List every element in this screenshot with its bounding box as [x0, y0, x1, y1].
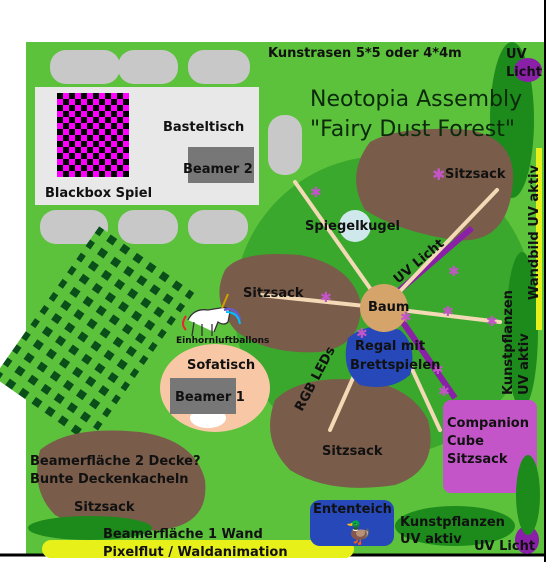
companion-label: Companion — [447, 416, 529, 431]
kunstpflanzen-bottom-label: Kunstpflanzen — [400, 515, 505, 530]
svg-text:✱: ✱ — [320, 290, 332, 306]
beamerflaeche2-label-2: Bunte Deckenkacheln — [30, 472, 189, 487]
beamer1-label: Beamer 1 — [175, 390, 245, 405]
baum-label: Baum — [368, 300, 409, 315]
chair — [188, 50, 250, 84]
kunstpflanzen-right-label-2: UV aktiv — [517, 333, 532, 395]
sitzsack-left — [219, 254, 361, 353]
beamerflaeche1-strip — [42, 540, 354, 558]
regal-shelf — [345, 326, 413, 388]
svg-text:✱: ✱ — [432, 362, 444, 378]
svg-text:✱: ✱ — [486, 314, 498, 330]
chair — [118, 210, 178, 244]
ententeich-pond — [310, 500, 394, 546]
uv-plant-right — [506, 252, 538, 408]
duck-icon: 🦆 — [345, 520, 372, 546]
title-line-2: "Fairy Dust Forest" — [310, 117, 515, 142]
blackbox-label: Blackbox Spiel — [45, 186, 152, 201]
svg-text:✱: ✱ — [400, 310, 412, 326]
kunstrasen-label: Kunstrasen 5*5 oder 4*4m — [268, 46, 462, 61]
kunstpflanzen-right-label: Kunstpflanzen — [501, 290, 516, 395]
svg-text:✱: ✱ — [438, 384, 450, 400]
beamer2-label: Beamer 2 — [183, 162, 253, 177]
beamerflaeche1-label-2: Pixelflut / Waldanimation — [103, 545, 288, 560]
beamerflaeche2-label: Beamerfläche 2 Decke? — [30, 454, 201, 469]
diamond-net — [0, 226, 195, 444]
einhorn-label: Einhornluftballons — [176, 336, 269, 346]
svg-text:✱: ✱ — [310, 185, 322, 201]
uv-plant-bottom-right-edge — [516, 455, 540, 535]
basteltisch-label: Basteltisch — [163, 120, 244, 135]
companion-label-3: Sitzsack — [447, 452, 508, 467]
svg-text:✱: ✱ — [448, 264, 460, 280]
sparkles: ✱ ✱ ✱ ✱ ✱ ✱ ✱ ✱ ✱ ✱ — [310, 165, 498, 400]
wandbild-label: Wandbild UV aktiv — [527, 165, 542, 300]
svg-text:✱: ✱ — [442, 304, 454, 320]
spiegelkugel — [339, 210, 371, 242]
uv-light-beam-lower — [397, 316, 458, 400]
chair — [40, 210, 108, 244]
chair — [118, 50, 178, 84]
svg-text:✱: ✱ — [356, 326, 368, 342]
sitzsack-bottom-center-label: Sitzsack — [322, 444, 383, 459]
title-line-1: Neotopia Assembly — [310, 87, 522, 112]
sofatisch-label: Sofatisch — [187, 358, 255, 373]
svg-text:✱: ✱ — [432, 165, 445, 184]
uv-lamp-top — [514, 58, 542, 82]
beamer2-box — [188, 147, 254, 183]
companion-label-2: Cube — [447, 434, 484, 449]
unicorn-icon — [182, 293, 242, 337]
chair — [268, 115, 302, 175]
sitzsack-top-right-label: Sitzsack — [445, 167, 506, 182]
blackbox-checkerboard — [57, 93, 129, 177]
kunstpflanzen-bottom-label-2: UV aktiv — [400, 532, 462, 547]
companion-cube — [443, 400, 537, 493]
chair — [188, 210, 248, 244]
regal-label-2: Brettspielen — [350, 358, 440, 373]
baum-trunk — [360, 284, 408, 332]
uv-licht-top-label: UV — [506, 47, 527, 62]
wandbild-strip — [536, 148, 542, 330]
uv-licht-bottom-label: UV Licht — [474, 539, 535, 554]
uv-licht-top-label-2: Licht — [506, 65, 542, 80]
chair — [50, 50, 120, 84]
beamerflaeche1-label: Beamerfläche 1 Wand — [103, 527, 263, 542]
sitzsack-bottom-center — [270, 379, 431, 488]
uv-lamp-bottom — [515, 526, 539, 554]
uv-plant-bottom-left — [28, 516, 152, 540]
ententeich-label: Ententeich — [313, 502, 392, 517]
sitzsack-bottom-left — [37, 430, 206, 531]
sitzsack-bottom-left-label: Sitzsack — [74, 500, 135, 515]
spiegelkugel-label: Spiegelkugel — [305, 219, 400, 234]
uv-plant-bottom-right — [395, 506, 515, 546]
beamer1-box — [170, 378, 236, 414]
regal-label: Regal mit — [355, 339, 425, 354]
sitzsack-left-label: Sitzsack — [243, 286, 304, 301]
